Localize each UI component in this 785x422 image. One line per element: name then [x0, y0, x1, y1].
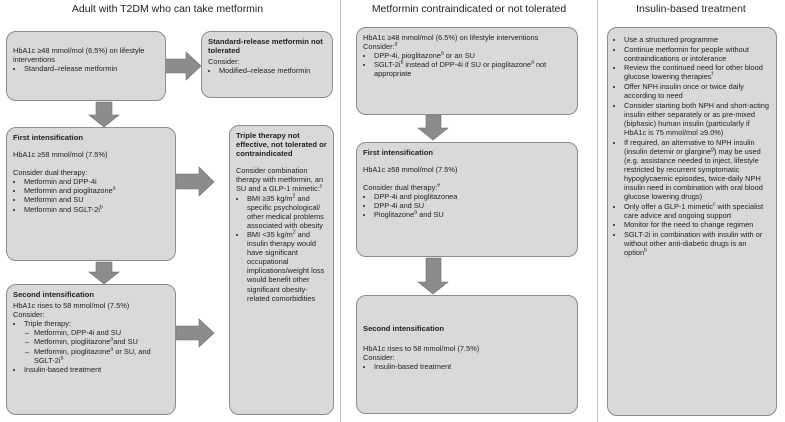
col2-second-title: Second intensification [363, 324, 445, 333]
list-item: Metformin and pioglitazonea [24, 186, 169, 195]
list-item: DPP-4i and pioglitazonea [374, 192, 571, 201]
list-item: DPP-4i and SU [374, 201, 571, 210]
column-divider-1 [340, 0, 341, 422]
col2-first-hba1c: HbA1c ≥58 mmol/mol (7.5%) [363, 165, 458, 175]
list-item: Only offer a GLP-1 mimeticc with special… [624, 202, 770, 220]
list-item: Monitor for the need to change regimen [624, 220, 770, 229]
not-tolerated-consider: Consider: [208, 57, 240, 67]
not-tolerated-title: Standard-release metformin not tolerated [208, 37, 323, 56]
list-item: Offer NPH insulin once or twice daily ac… [624, 82, 770, 100]
arrow-right-triple [175, 166, 215, 197]
first-intensification-title: First intensification [13, 133, 84, 142]
col2-second-intensification-box: Second intensification HbA1c rises to 58… [356, 295, 578, 414]
col2-initial-box: HbA1c ≥48 mmol/mol (6.5%) on lifestyle i… [356, 27, 578, 115]
arrow-down-col2-first [417, 114, 449, 141]
col2-initial-text: HbA1c ≥48 mmol/mol (6.5%) on lifestyle i… [363, 33, 539, 42]
col1-first-intensification-box: First intensification HbA1c ≥58 mmol/mol… [6, 127, 176, 261]
column-title-metformin: Adult with T2DM who can take metformin [71, 3, 264, 15]
col1-triple-therapy-box: Triple therapy not effective, not tolera… [229, 125, 334, 415]
first-hba1c: HbA1c ≥58 mmol/mol (7.5%) [13, 150, 108, 160]
list-item: Continue metformin for people without co… [624, 45, 770, 63]
arrow-right-from-second [175, 318, 215, 348]
list-item: DPP-4i, pioglitazonea or an SU [374, 51, 571, 60]
triple-consider: Consider combination therapy with metfor… [236, 166, 324, 194]
col2-first-title: First intensification [363, 148, 434, 157]
col2-first-intensification-box: First intensification HbA1c ≥58 mmol/mol… [356, 142, 578, 257]
col3-insulin-box: Use a structured programme Continue metf… [607, 27, 777, 416]
list-item: SGLT-2i in combination with insulin with… [624, 230, 770, 257]
col2-initial-consider: Consider:d [363, 41, 398, 52]
list-item: Review the continued need for other bloo… [624, 63, 770, 81]
second-consider: Consider: [13, 310, 45, 320]
second-hba1c: HbA1c rises to 58 mmol/mol (7.5%) [13, 301, 130, 311]
list-item: SGLT-2ib instead of DPP-4i if SU or piog… [374, 60, 571, 78]
arrow-down-first [88, 101, 120, 128]
list-item: Use a structured programme [624, 35, 770, 44]
not-tolerated-bullet: Modified–release metformin [219, 66, 326, 75]
col1-not-tolerated-box: Standard-release metformin not tolerated… [201, 31, 333, 98]
list-item: Metformin and SGLT-2ib [24, 205, 169, 214]
arrow-down-second [88, 261, 120, 285]
list-item: BMI ≥35 kg/m2 and specific psychological… [247, 194, 327, 230]
first-consider: Consider dual therapy: [13, 168, 88, 178]
arrow-right-not-tolerated [164, 51, 202, 81]
col2-second-hba1c: HbA1c rises to 58 mmol/mol (7.5%) [363, 344, 480, 354]
col1-initial-bullet: Standard–release metformin [24, 64, 159, 73]
col2-first-consider: Consider dual therapy:e [363, 182, 441, 193]
list-item: Metformin, pioglitazonea or SU, and SGLT… [34, 347, 169, 365]
arrow-down-col2-second [417, 257, 449, 295]
column-divider-2 [597, 0, 598, 422]
col1-initial-text: HbA1c ≥48 mmol/mol (6.5%) on lifestyle i… [13, 46, 145, 65]
list-item: Insulin-based treatment [374, 362, 571, 371]
list-item: Pioglitazonea and SU [374, 210, 571, 219]
second-intensification-title: Second intensification [13, 290, 95, 299]
list-item: Triple therapy: Metformin, DPP-4i and SU… [24, 319, 169, 364]
list-item: Metformin, pioglitazoneaand SU [34, 337, 169, 346]
list-item: Insulin-based treatment [24, 365, 169, 374]
column-title-contraindicated: Metformin contraindicated or not tolerat… [371, 3, 567, 15]
list-item: If required, an alternative to NPH insul… [624, 138, 770, 202]
list-item: Metformin, DPP-4i and SU [34, 328, 169, 337]
list-item: Metformin and SU [24, 195, 169, 204]
list-item: BMI <35 kg/m2 and insulin therapy would … [247, 230, 327, 303]
col2-second-consider: Consider: [363, 353, 395, 363]
column-title-insulin: Insulin-based treatment [636, 3, 746, 15]
col1-second-intensification-box: Second intensification HbA1c rises to 58… [6, 284, 176, 415]
list-item: Consider starting both NPH and short-act… [624, 101, 770, 137]
list-item: Metformin and DPP-4i [24, 177, 169, 186]
col1-initial-box: HbA1c ≥48 mmol/mol (6.5%) on lifestyle i… [6, 31, 166, 101]
triple-therapy-title: Triple therapy not effective, not tolera… [236, 131, 327, 159]
